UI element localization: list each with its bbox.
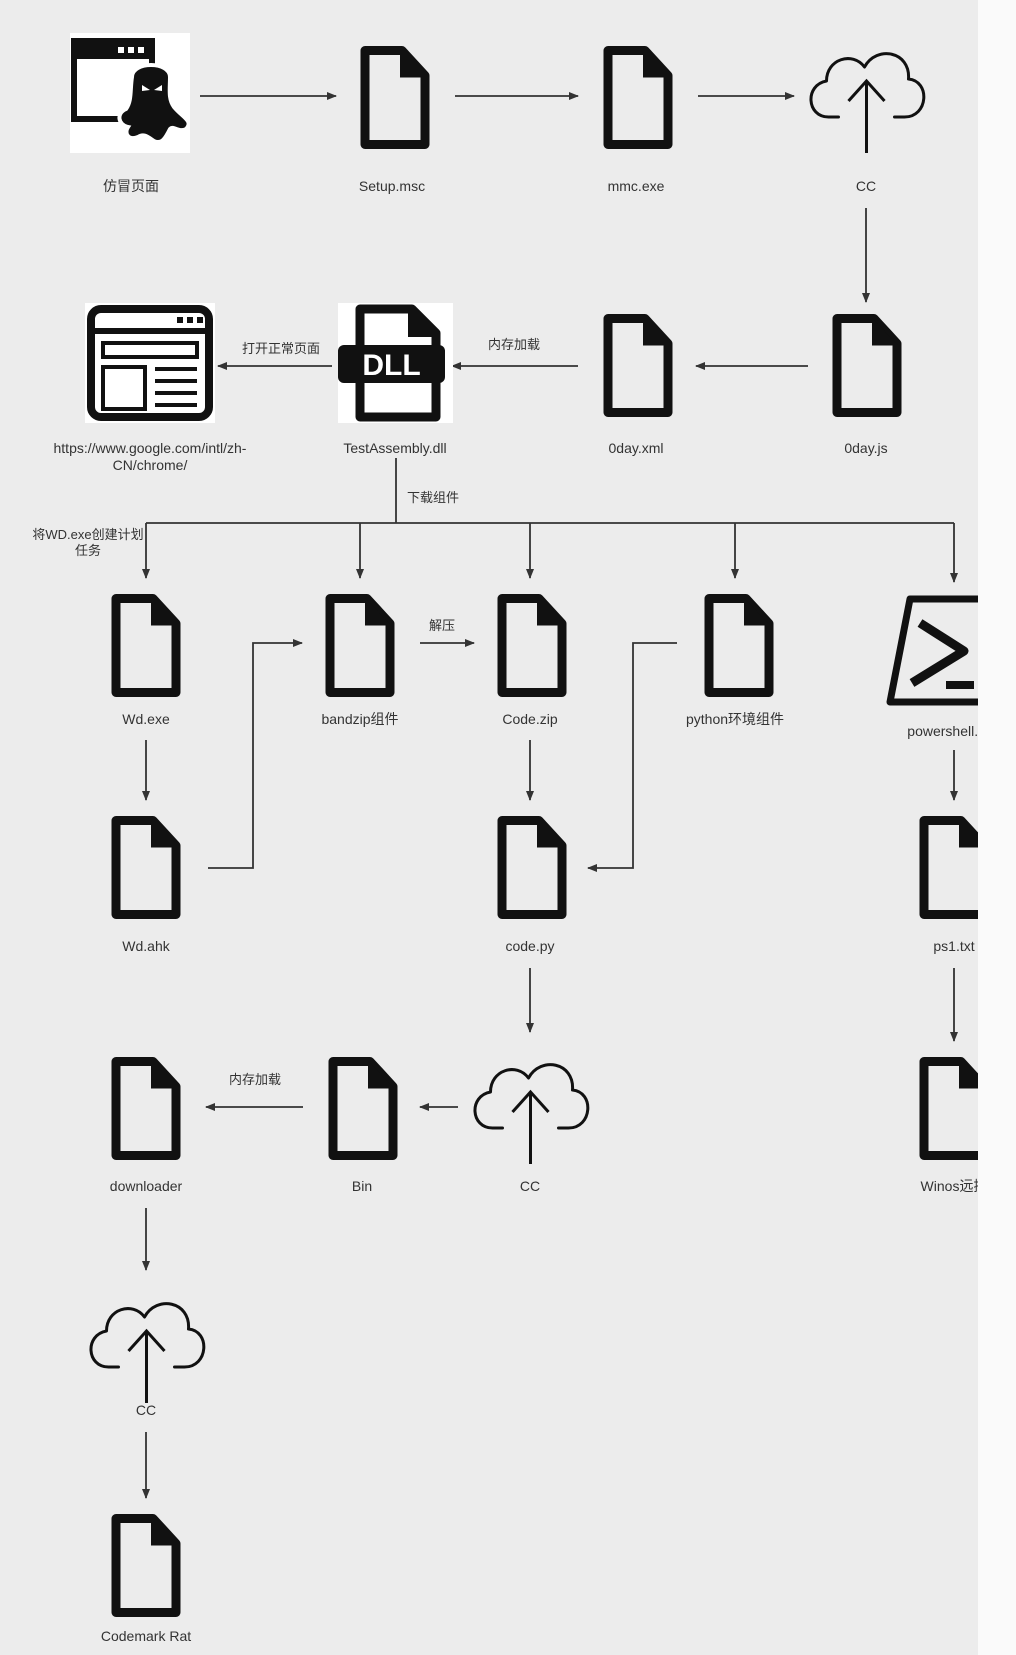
edge-label-schedule-task: 将WD.exe创建计划任务 <box>32 527 144 558</box>
powershell-icon <box>886 595 1014 706</box>
file-icon <box>111 1057 181 1160</box>
label-python-env: python环境组件 <box>685 711 785 727</box>
cc-server-node-2 <box>468 1051 593 1166</box>
file-icon <box>497 594 567 697</box>
file-icon <box>325 594 395 697</box>
label-phishing-page: 仿冒页面 <box>103 178 159 194</box>
edge-wdahk-to-bandzip <box>208 639 303 869</box>
phishing-page-node <box>70 33 190 153</box>
label-oday-xml: 0day.xml <box>608 440 664 456</box>
setup-msc-node <box>355 40 435 155</box>
label-code-py: code.py <box>505 938 555 954</box>
dll-file-icon: DLL <box>338 303 453 423</box>
edge-label-memory-load-1: 内存加载 <box>488 337 541 352</box>
file-icon <box>603 314 673 417</box>
edge-label-download-component: 下载组件 <box>407 490 460 505</box>
wd-ahk-node <box>106 810 186 925</box>
file-icon <box>497 816 567 919</box>
codemark-rat-node <box>106 1508 186 1623</box>
oday-xml-node <box>598 308 678 423</box>
label-wd-ahk: Wd.ahk <box>122 938 170 954</box>
code-py-node <box>492 810 572 925</box>
cc-server-node-3 <box>84 1290 209 1405</box>
edge-label-unzip: 解压 <box>429 618 456 633</box>
file-icon <box>111 594 181 697</box>
label-bin: Bin <box>351 1178 373 1194</box>
bandzip-component-node <box>320 588 400 703</box>
label-wd-exe: Wd.exe <box>122 711 170 727</box>
edge-label-memory-load-2: 内存加载 <box>229 1072 282 1087</box>
ps1-txt-node <box>914 810 994 925</box>
label-oday-js: 0day.js <box>844 440 888 456</box>
label-test-assembly-dll: TestAssembly.dll <box>343 440 447 456</box>
label-downloader: downloader <box>109 1178 183 1194</box>
bin-node <box>323 1051 403 1166</box>
file-icon <box>111 1514 181 1617</box>
label-bandzip: bandzip组件 <box>321 711 399 727</box>
label-codemark-rat: Codemark Rat <box>100 1628 192 1644</box>
cloud-upload-icon <box>89 1302 206 1403</box>
phishing-page-icon <box>70 33 190 153</box>
label-powershell: powershell.exe <box>907 723 1001 739</box>
file-icon <box>832 314 902 417</box>
oday-js-node <box>827 308 907 423</box>
label-cc-3: CC <box>135 1402 157 1418</box>
cloud-upload-icon <box>809 52 926 153</box>
file-icon <box>360 46 430 149</box>
file-icon <box>704 594 774 697</box>
python-env-node <box>699 588 779 703</box>
mmc-exe-node <box>598 40 678 155</box>
browser-window-icon <box>85 303 215 423</box>
label-winos: Winos远控 <box>920 1178 988 1194</box>
powershell-node <box>886 595 1014 710</box>
file-icon <box>328 1057 398 1160</box>
label-browser-url: https://www.google.com/intl/zh-CN/chrome… <box>53 440 247 473</box>
file-icon <box>603 46 673 149</box>
file-icon <box>919 816 989 919</box>
label-cc-1: CC <box>855 178 877 194</box>
label-ps1-txt: ps1.txt <box>933 938 975 954</box>
winos-rat-node <box>914 1051 994 1166</box>
label-setup-msc: Setup.msc <box>358 178 426 194</box>
file-icon <box>111 816 181 919</box>
code-zip-node <box>492 588 572 703</box>
wd-exe-node <box>106 588 186 703</box>
label-code-zip: Code.zip <box>502 711 558 727</box>
label-mmc-exe: mmc.exe <box>607 178 665 194</box>
label-cc-2: CC <box>519 1178 541 1194</box>
browser-page-node <box>85 303 215 423</box>
edge-python-to-codepy <box>587 642 677 872</box>
edge-label-open-normal-page: 打开正常页面 <box>242 341 321 356</box>
test-assembly-dll-node: DLL <box>338 303 453 423</box>
cc-server-node-1 <box>804 40 929 155</box>
file-icon <box>919 1057 989 1160</box>
svg-text:DLL: DLL <box>362 349 420 382</box>
downloader-node <box>106 1051 186 1166</box>
cloud-upload-icon <box>473 1063 590 1164</box>
